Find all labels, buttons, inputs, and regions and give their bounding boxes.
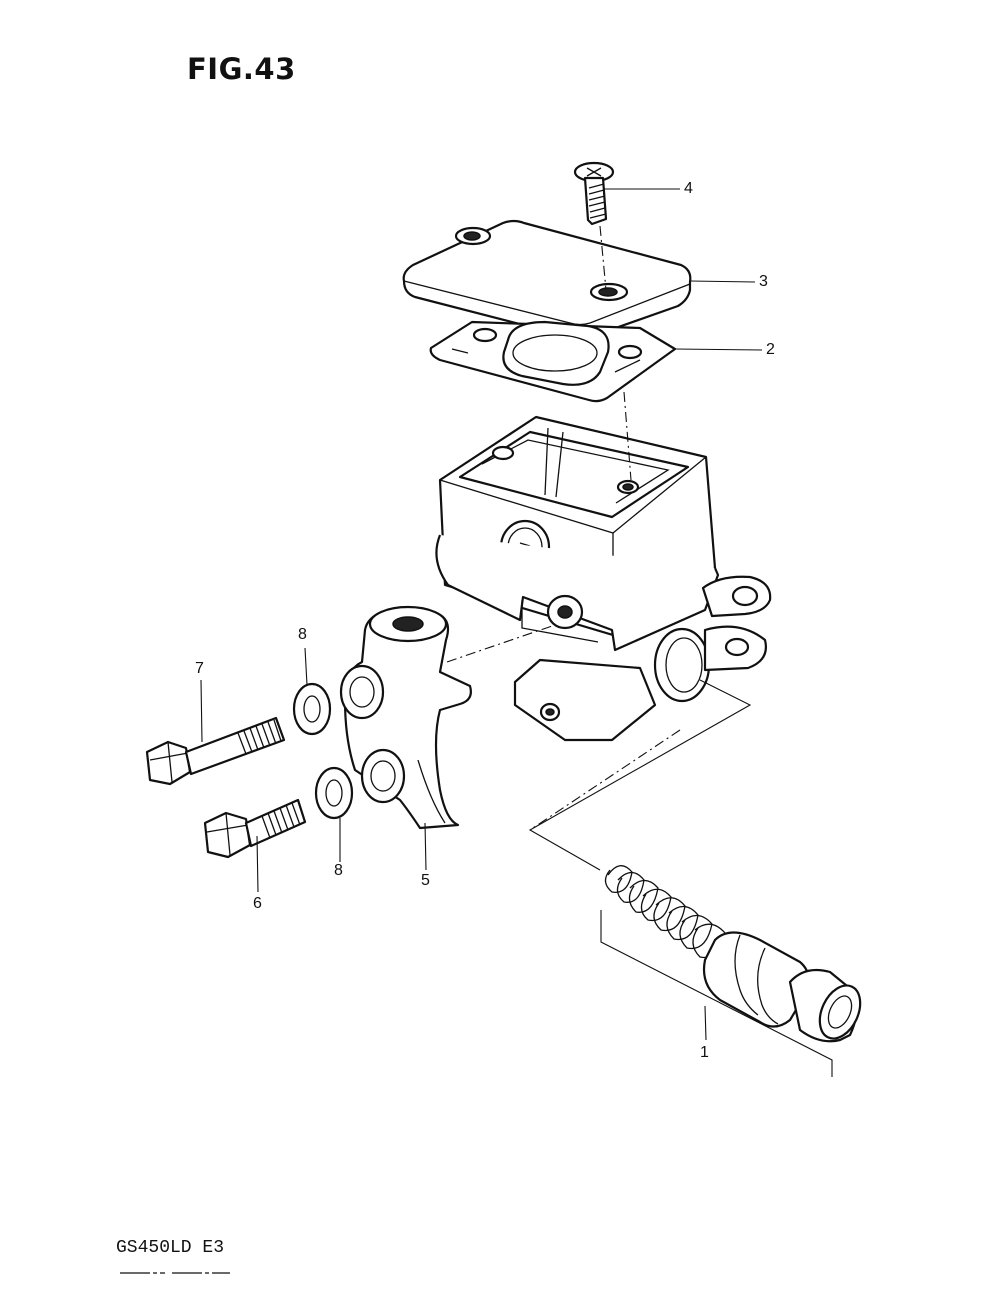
- callout-8-upper: 8: [298, 626, 307, 643]
- callout-6: 6: [253, 895, 262, 912]
- footer-rule: [120, 1272, 230, 1274]
- leader-lines: [200, 188, 833, 1077]
- callout-7: 7: [195, 660, 204, 677]
- assembly-lines: [446, 225, 681, 831]
- callout-3: 3: [759, 273, 768, 290]
- part-3-reservoir-cap: [402, 219, 692, 341]
- model-code: GS450LD E3: [116, 1238, 225, 1258]
- part-7-bolt-long: [145, 716, 286, 786]
- part-4-screw: [573, 161, 615, 226]
- part-5-clamp: [339, 605, 472, 830]
- part-2-diaphragm: [429, 320, 677, 403]
- callout-1: 1: [700, 1044, 709, 1061]
- master-cylinder-body: [435, 415, 772, 742]
- callout-5: 5: [421, 872, 430, 889]
- part-8-washer-upper: [292, 682, 332, 736]
- callout-8-lower: 8: [334, 862, 343, 879]
- part-8-washer-lower: [314, 766, 354, 820]
- part-6-bolt-short: [203, 798, 307, 859]
- figure-title: FIG.43: [187, 52, 296, 86]
- part-1-piston-kit: [604, 865, 862, 1043]
- callout-4: 4: [684, 180, 693, 197]
- callout-2: 2: [766, 341, 775, 358]
